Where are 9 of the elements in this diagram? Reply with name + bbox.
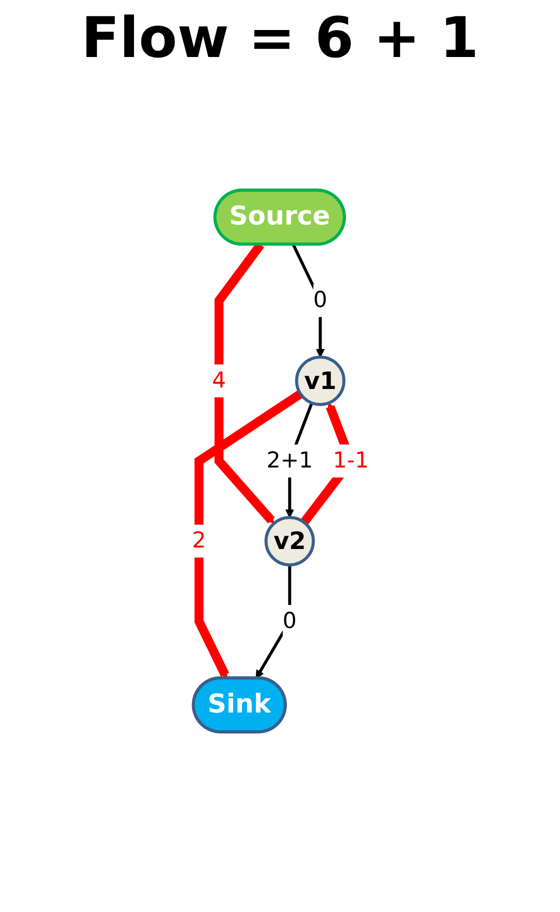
node-circle: v2 — [264, 516, 314, 566]
edge-label: 1-1 — [332, 448, 368, 474]
edge-label: 2+1 — [266, 448, 312, 474]
node-circle: v1 — [294, 356, 346, 406]
edge-label: 4 — [212, 368, 226, 394]
edge-label: 0 — [282, 608, 296, 634]
edge-label: 2 — [192, 528, 206, 554]
diagram-title: Flow = 6 + 1 — [80, 6, 480, 71]
edge-label: 0 — [312, 288, 327, 314]
